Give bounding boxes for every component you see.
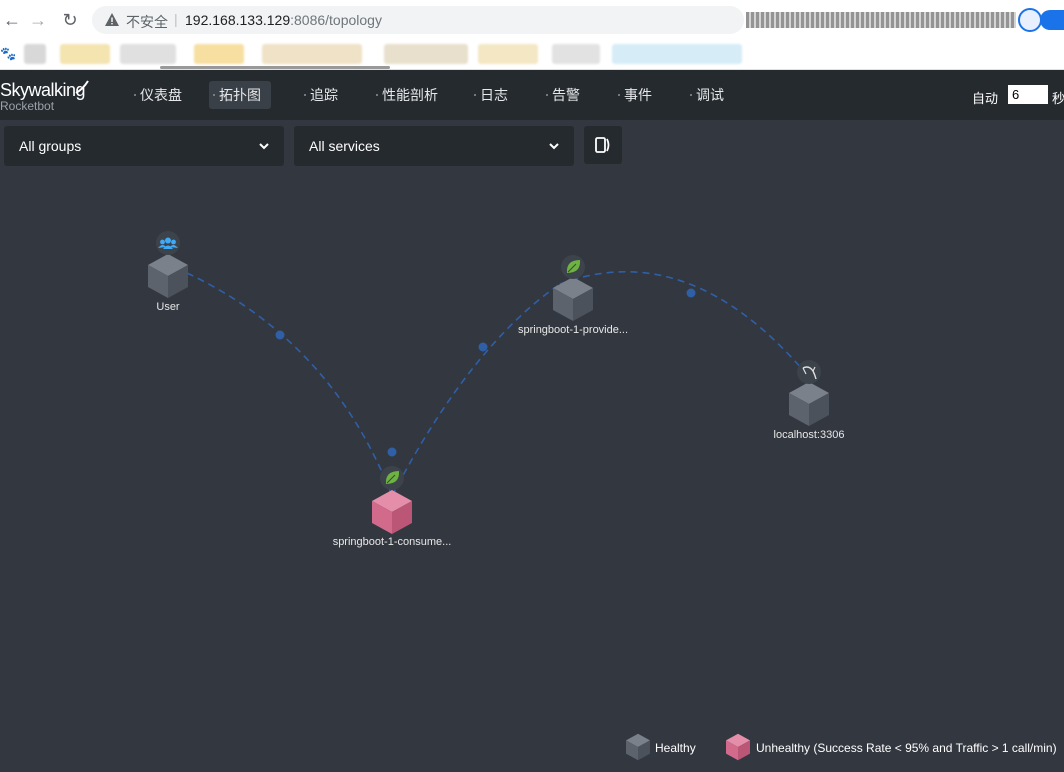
menu-debug[interactable]: 调试: [686, 81, 734, 109]
bookmark-item[interactable]: [612, 44, 742, 64]
bookmark-item[interactable]: [120, 44, 176, 64]
mysql-dolphin-icon: [797, 360, 821, 384]
insecure-label: 不安全: [126, 14, 168, 30]
forward-icon[interactable]: →: [29, 10, 47, 30]
edge-marker[interactable]: [387, 447, 397, 457]
warning-icon: [105, 13, 119, 26]
spring-leaf-icon: [380, 466, 404, 490]
spring-leaf-icon: [561, 255, 585, 279]
auto-refresh-interval-input[interactable]: [1008, 85, 1048, 104]
bookmark-item[interactable]: [60, 44, 110, 64]
node-label-consumer: springboot-1-consume...: [332, 536, 452, 548]
scrollbar-hint: [160, 66, 390, 69]
node-provider[interactable]: [553, 277, 593, 321]
bookmark-item[interactable]: [478, 44, 538, 64]
toggle-panel-button[interactable]: [584, 126, 622, 164]
topology-canvas[interactable]: User springboot-1-provide... localhost:3…: [0, 166, 1064, 772]
extension-icons[interactable]: [746, 12, 1016, 28]
reload-icon[interactable]: ↻: [62, 10, 78, 30]
url-host: 192.168.133.129: [185, 12, 291, 28]
services-select[interactable]: All services: [294, 126, 574, 166]
bookmark-item[interactable]: [24, 44, 46, 64]
node-user[interactable]: [148, 254, 188, 298]
menu-dashboard[interactable]: 仪表盘: [130, 81, 192, 109]
node-label-user: User: [156, 301, 180, 313]
edge-marker[interactable]: [275, 330, 285, 340]
edge-marker[interactable]: [686, 288, 696, 298]
bookmark-item[interactable]: [194, 44, 244, 64]
browser-toolbar: ← → ↻ 不安全 | 192.168.133.129:8086/topolog…: [0, 0, 1064, 40]
legend-healthy-icon: [626, 733, 650, 761]
legend-unhealthy-label: Unhealthy (Success Rate < 95% and Traffi…: [756, 741, 1057, 755]
auto-refresh-label[interactable]: 自动: [972, 91, 999, 106]
edge-marker[interactable]: [478, 342, 488, 352]
url-separator: |: [174, 11, 178, 27]
logo-subtitle: Rocketbot: [0, 99, 55, 113]
node-consumer[interactable]: [372, 490, 412, 534]
app-header: Skywalking Rocketbot 仪表盘 拓扑图 追踪 性能剖析 日志 …: [0, 70, 1064, 120]
url-path: :8086/topology: [290, 12, 382, 28]
menu-trace[interactable]: 追踪: [300, 81, 348, 109]
panel-icon: [595, 137, 610, 153]
skywalking-logo[interactable]: Skywalking Rocketbot: [0, 80, 110, 114]
chevron-down-icon: [259, 143, 269, 150]
back-icon[interactable]: ←: [3, 10, 21, 30]
legend-unhealthy-icon: [726, 733, 750, 761]
groups-select[interactable]: All groups: [4, 126, 284, 166]
seconds-label: 秒: [1052, 91, 1064, 106]
bookmark-item[interactable]: [262, 44, 362, 64]
logo-swoosh-icon: [75, 80, 89, 94]
node-mysql[interactable]: [789, 382, 829, 426]
services-select-value: All services: [309, 138, 380, 154]
url-text[interactable]: 192.168.133.129:8086/topology: [185, 12, 382, 28]
edge-consumer-provider[interactable]: [391, 283, 561, 497]
menu-topology[interactable]: 拓扑图: [209, 81, 271, 109]
user-group-icon: [156, 231, 180, 255]
menu-log[interactable]: 日志: [470, 81, 518, 109]
menu-event[interactable]: 事件: [614, 81, 662, 109]
logo-title: Skywalking: [0, 80, 86, 100]
bookmark-bar: 🐾: [0, 40, 1064, 70]
profile-avatar-icon[interactable]: [1018, 8, 1042, 32]
bookmark-item[interactable]: [552, 44, 600, 64]
legend-healthy-label: Healthy: [655, 741, 696, 755]
chevron-down-icon: [549, 143, 559, 150]
groups-select-value: All groups: [19, 138, 82, 154]
menu-alarm[interactable]: 告警: [542, 81, 590, 109]
menu-profile[interactable]: 性能剖析: [372, 81, 448, 109]
profile-pill[interactable]: [1040, 10, 1064, 30]
topology-graph: [148, 231, 829, 761]
edge-user-consumer[interactable]: [175, 267, 393, 497]
node-label-provider: springboot-1-provide...: [517, 324, 629, 336]
paw-icon[interactable]: 🐾: [0, 46, 17, 61]
node-label-mysql: localhost:3306: [773, 429, 845, 441]
address-bar[interactable]: 不安全 | 192.168.133.129:8086/topology: [92, 6, 744, 34]
bookmark-item[interactable]: [384, 44, 468, 64]
